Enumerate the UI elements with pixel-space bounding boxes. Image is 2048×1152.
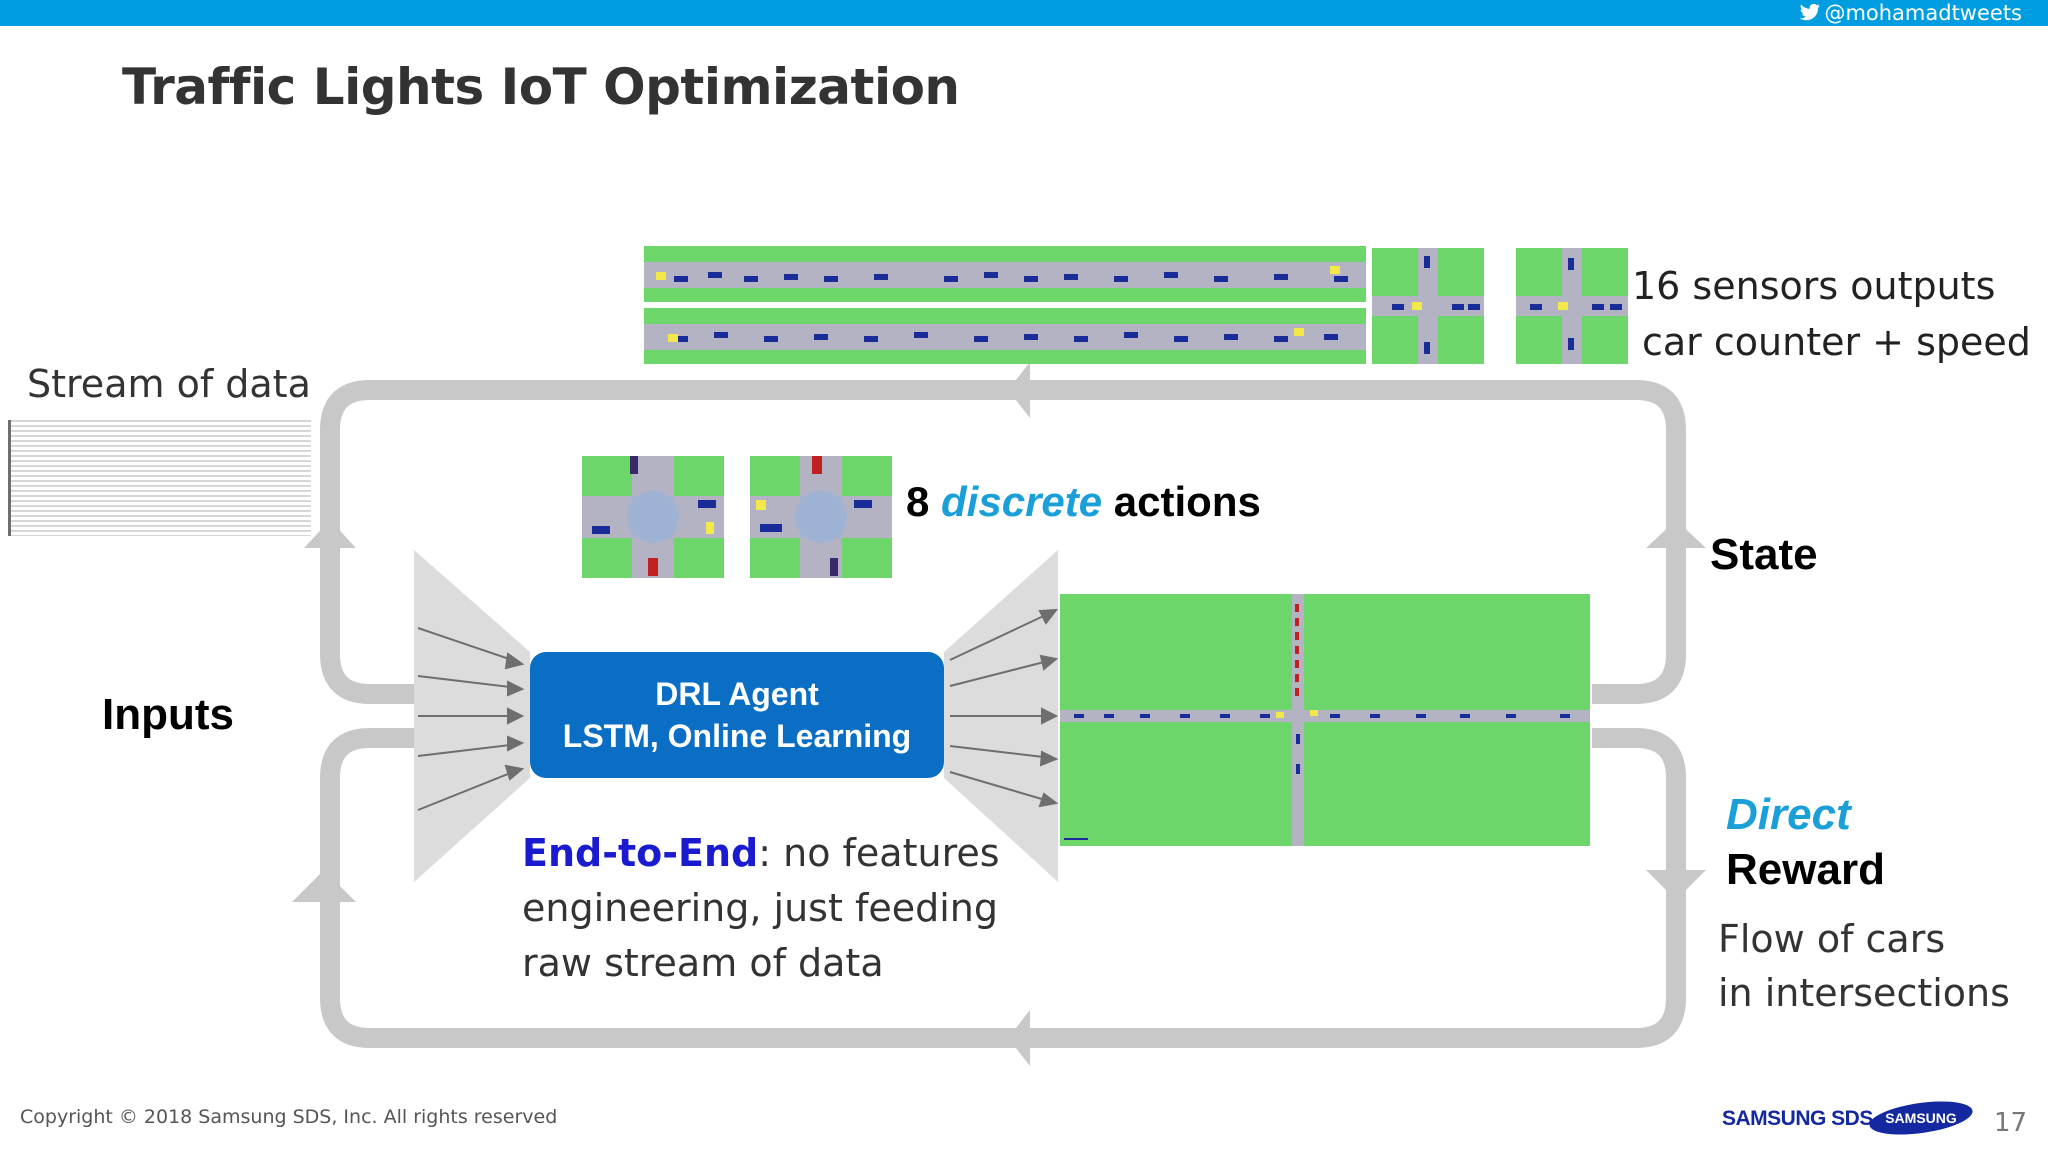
action-intersection-1 [582,456,724,578]
direct-label: Direct [1726,790,1851,839]
top-bar [0,0,2048,26]
actions-emphasis: discrete [941,478,1103,525]
sensor-description: 16 sensors outputs car counter + speed [1632,258,2031,370]
flow-line-2: in intersections [1718,971,2010,1015]
agent-line-1: DRL Agent [655,676,819,712]
stream-label: Stream of data [27,362,311,406]
end-to-end-description: End-to-End: no features engineering, jus… [522,826,1000,991]
arrow-head-left-down-up [292,870,356,902]
traffic-map [1060,594,1590,846]
actions-suffix: actions [1102,478,1261,525]
sensor-strips [644,246,1366,364]
e2e-line-1: : no features [758,831,1000,875]
samsung-sds-logo: SAMSUNG SDS [1722,1107,1873,1130]
data-stream-image [8,420,311,536]
samsung-logo-text: SAMSUNG [1885,1110,1957,1126]
twitter-handle[interactable]: @mohamadtweets [1799,0,2022,26]
arrow-head-right-down [1646,870,1706,900]
samsung-logo: SAMSUNG [1869,1101,1973,1135]
sensor-line-2: car counter + speed [1642,320,2031,364]
sensor-intersection-2 [1516,248,1628,364]
slide-title: Traffic Lights IoT Optimization [122,58,960,116]
copyright: Copyright © 2018 Samsung SDS, Inc. All r… [20,1106,558,1128]
reward-label: Reward [1726,845,1885,894]
action-intersection-2 [750,456,892,578]
twitter-icon [1800,4,1821,21]
sensor-line-1: 16 sensors outputs [1632,264,1996,308]
actions-prefix: 8 [906,478,942,525]
arrow-head-right-up [1646,520,1706,548]
agent-line-2: LSTM, Online Learning [562,718,912,754]
arrow-head-top [1008,362,1030,418]
drl-agent-box: DRL Agent LSTM, Online Learning [530,652,944,778]
state-label: State [1710,530,1818,579]
e2e-bold: End-to-End [522,831,759,875]
e2e-line-2: engineering, just feeding [522,886,998,930]
page-number: 17 [1994,1108,2028,1138]
actions-label: 8 discrete actions [906,478,1261,526]
sensor-intersection-1 [1372,248,1484,364]
inputs-label: Inputs [102,690,234,739]
flow-line-1: Flow of cars [1718,917,1946,961]
handle-text: @mohamadtweets [1824,1,2022,25]
e2e-line-3: raw stream of data [522,941,884,985]
arrow-head-left-up [304,520,356,548]
flow-description: Flow of cars in intersections [1718,912,2010,1020]
arrow-head-bottom [1008,1010,1030,1066]
